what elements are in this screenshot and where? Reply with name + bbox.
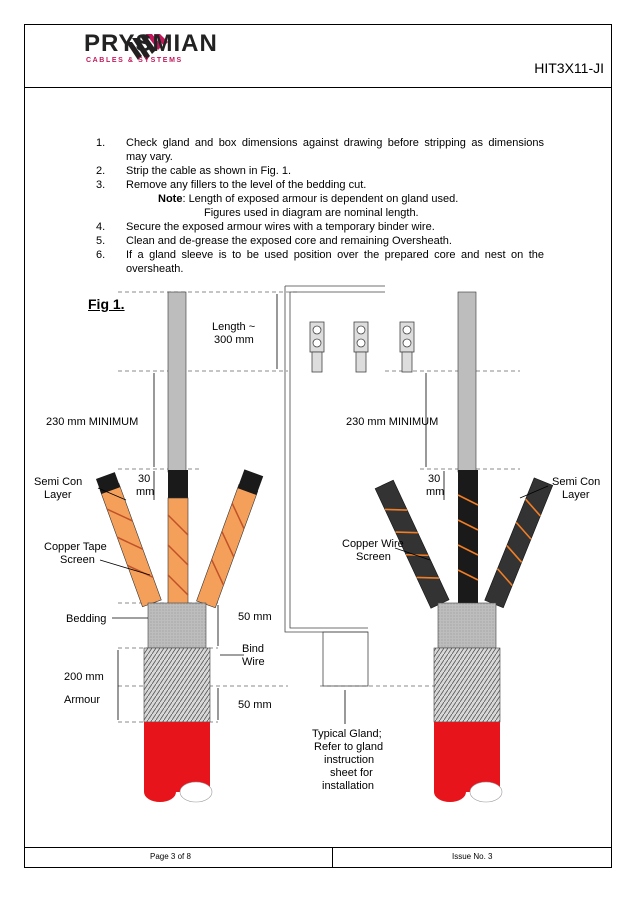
step-number: 3. <box>96 179 106 191</box>
semi-con-left-label: Semi Con <box>34 476 82 488</box>
bind-label-2: Wire <box>242 656 265 668</box>
thirty-right-label: 30 <box>428 473 440 485</box>
gland-label-5: installation <box>322 780 374 792</box>
prysmian-logo-icon <box>126 34 168 60</box>
step-text: Secure the exposed armour wires with a t… <box>126 221 435 233</box>
list-item: 4. Secure the exposed armour wires with … <box>96 220 544 234</box>
note-label: Note <box>158 193 183 205</box>
note-text: : Length of exposed armour is dependent … <box>182 193 459 205</box>
semi-con-right-label-2: Layer <box>562 489 590 501</box>
header-divider <box>24 87 612 88</box>
thirty-left-unit: mm <box>136 486 154 498</box>
min-right-label: 230 mm MINIMUM <box>346 416 438 428</box>
footer-issue: Issue No. 3 <box>452 852 493 861</box>
two-hundred-label: 200 mm <box>64 671 104 683</box>
note-line-2: Figures used in diagram are nominal leng… <box>204 207 419 219</box>
list-item: 3. Remove any fillers to the level of th… <box>96 178 544 192</box>
length-label: Length ~ <box>212 321 255 333</box>
min-left-label: 230 mm MINIMUM <box>46 416 138 428</box>
fifty-top-label: 50 mm <box>238 611 272 623</box>
step-text: Check gland and box dimensions against d… <box>126 137 544 163</box>
page-frame <box>24 24 612 868</box>
instruction-list: 1. Check gland and box dimensions agains… <box>96 136 544 276</box>
copper-wire-label-2: Screen <box>356 551 391 563</box>
right-cable-illustration <box>374 291 554 803</box>
thirty-right-unit: mm <box>426 486 444 498</box>
list-item: 6. If a gland sleeve is to be used posit… <box>96 248 544 276</box>
gland-label-1: Typical Gland; <box>312 728 382 740</box>
step-text: Strip the cable as shown in Fig. 1. <box>126 165 292 177</box>
figure-title: Fig 1. <box>88 296 125 312</box>
left-cable-illustration <box>95 291 264 803</box>
brand-name: PRYSMIAN <box>84 30 218 57</box>
semi-con-left-label-2: Layer <box>44 489 72 501</box>
step-text: If a gland sleeve is to be used position… <box>126 249 544 275</box>
bind-label: Bind <box>242 643 264 655</box>
footer-divider <box>24 847 612 848</box>
step-number: 4. <box>96 221 106 233</box>
gland-label-4: sheet for <box>330 767 373 779</box>
footer-page: Page 3 of 8 <box>150 852 191 861</box>
note-line: Note: Length of exposed armour is depend… <box>96 192 544 206</box>
brand-tagline: CABLES & SYSTEMS <box>86 57 183 64</box>
semi-con-right-label: Semi Con <box>552 476 600 488</box>
step-number: 2. <box>96 165 106 177</box>
fifty-bottom-label: 50 mm <box>238 699 272 711</box>
step-number: 6. <box>96 249 106 261</box>
thirty-left-label: 30 <box>138 473 150 485</box>
armour-label: Armour <box>64 694 100 706</box>
list-item: 5. Clean and de-grease the exposed core … <box>96 234 544 248</box>
document-id: HIT3X11-JI <box>534 60 604 76</box>
gland-label-2: Refer to gland <box>314 741 383 753</box>
footer-column-divider <box>332 847 333 868</box>
bedding-label: Bedding <box>66 613 106 625</box>
step-text: Clean and de-grease the exposed core and… <box>126 235 452 247</box>
copper-tape-label-2: Screen <box>60 554 95 566</box>
length-value: 300 mm <box>214 334 254 346</box>
step-number: 5. <box>96 235 106 247</box>
step-number: 1. <box>96 137 106 149</box>
list-item: 2. Strip the cable as shown in Fig. 1. <box>96 164 544 178</box>
step-text: Remove any fillers to the level of the b… <box>126 179 367 191</box>
list-item: 1. Check gland and box dimensions agains… <box>96 136 544 164</box>
copper-tape-label: Copper Tape <box>44 541 107 553</box>
gland-label-3: instruction <box>324 754 374 766</box>
copper-wire-label: Copper Wire <box>342 538 404 550</box>
box-and-gland <box>284 285 415 687</box>
